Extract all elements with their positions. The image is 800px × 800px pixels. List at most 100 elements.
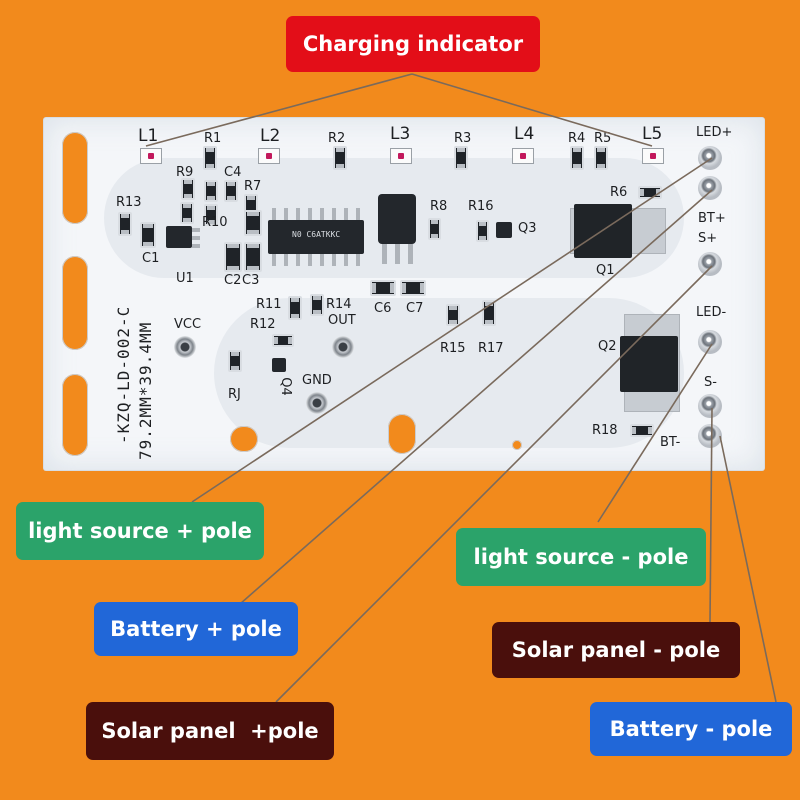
- silk-l1: L1: [138, 126, 159, 146]
- resistor-r5: [594, 146, 608, 170]
- resistor-r11: [288, 296, 302, 320]
- ic-pin: [192, 244, 200, 248]
- regulator-u1: [166, 226, 192, 248]
- mosfet-q2: [620, 336, 678, 392]
- led-l5: [642, 148, 664, 164]
- label-light-source-minus: light source - pole: [456, 528, 706, 586]
- resistor-r18: [630, 424, 654, 437]
- silk-l3: L3: [390, 124, 411, 144]
- label-solar-minus: Solar panel - pole: [492, 622, 740, 678]
- silk-r3: R3: [454, 131, 472, 146]
- silk-s-plus: S+: [698, 231, 718, 246]
- silk-r11: R11: [256, 297, 282, 312]
- transistor-to92: [378, 194, 416, 244]
- resistor-r12: [272, 334, 294, 347]
- silk-vcc: VCC: [174, 317, 202, 332]
- ic-pin: [192, 228, 200, 232]
- resistor-rj: [228, 350, 242, 372]
- resistor-r4: [570, 146, 584, 170]
- led-l3: [390, 148, 412, 164]
- silk-r6: R6: [610, 185, 628, 200]
- pad-bt-plus: [698, 176, 722, 200]
- silk-gnd: GND: [302, 373, 332, 388]
- silk-c6: C6: [374, 301, 392, 316]
- resistor-r9: [181, 178, 195, 200]
- silk-u1: U1: [176, 271, 194, 286]
- test-pad-vcc: [174, 336, 196, 358]
- ic-pin: [192, 236, 200, 240]
- ic-pin: [382, 244, 387, 264]
- capacitor-c7: [400, 280, 426, 296]
- resistor-r17: [482, 300, 496, 326]
- pad-led-plus: [698, 146, 722, 170]
- silk-led-minus: LED-: [696, 305, 727, 320]
- mounting-slot: [62, 374, 88, 456]
- mounting-slot: [62, 256, 88, 350]
- led-l4: [512, 148, 534, 164]
- resistor-r2: [333, 146, 347, 170]
- silk-c2c3: C2: [224, 273, 242, 288]
- silk-c1: C1: [142, 251, 160, 266]
- resistor-r6: [638, 186, 662, 199]
- silk-r14: R14: [326, 297, 352, 312]
- capacitor-c3: [244, 242, 262, 272]
- ic-pin: [408, 244, 413, 264]
- silk-dimensions: 79.2MM*39.4MM: [136, 321, 155, 460]
- main-ic-pins: [272, 208, 360, 266]
- silk-c4: C4: [224, 165, 242, 180]
- resistor-r1: [203, 146, 217, 170]
- silk-r1: R1: [204, 131, 222, 146]
- silk-r12: R12: [250, 317, 276, 332]
- resistor-r10: [204, 180, 218, 202]
- resistor-r14: [310, 294, 324, 316]
- capacitor-c1: [140, 222, 156, 248]
- silk-bt-plus: BT+: [698, 211, 726, 226]
- capacitor-c6: [370, 280, 396, 296]
- silk-bt-minus: BT-: [660, 435, 681, 450]
- silk-c7: C7: [406, 301, 424, 316]
- resistor-extra: [180, 202, 194, 224]
- label-light-source-plus: light source + pole: [16, 502, 264, 560]
- pcb-board: N0 C6ATKKC L1 L2 L3 L4 L5: [44, 118, 764, 470]
- silk-rj: RJ: [228, 387, 241, 402]
- silk-r10: R10: [202, 215, 228, 230]
- silk-r18: R18: [592, 423, 618, 438]
- mounting-slot: [62, 132, 88, 224]
- pad-led-minus: [698, 330, 722, 354]
- led-l1: [140, 148, 162, 164]
- led-l2: [258, 148, 280, 164]
- silk-r13: R13: [116, 195, 142, 210]
- label-battery-plus: Battery + pole: [94, 602, 298, 656]
- label-solar-plus: Solar panel +pole: [86, 702, 334, 760]
- transistor-q3: [496, 222, 512, 238]
- silk-r4: R4: [568, 131, 586, 146]
- mounting-hole: [512, 440, 522, 450]
- pad-s-minus: [698, 394, 722, 418]
- silk-out: OUT: [328, 313, 356, 328]
- resistor-r13: [118, 212, 132, 236]
- capacitor-c2: [224, 242, 242, 272]
- silk-s-minus: S-: [704, 375, 717, 390]
- mosfet-q1: [574, 204, 632, 258]
- label-battery-minus: Battery - pole: [590, 702, 792, 756]
- resistor-r3: [454, 146, 468, 170]
- silk-r7: R7: [244, 179, 262, 194]
- resistor-r15: [446, 304, 460, 326]
- silk-l5: L5: [642, 124, 663, 144]
- silk-r2: R2: [328, 131, 346, 146]
- silk-r17: R17: [478, 341, 504, 356]
- silk-led-plus: LED+: [696, 125, 733, 140]
- silk-l2: L2: [260, 126, 281, 146]
- silk-l4: L4: [514, 124, 535, 144]
- mounting-hole: [230, 426, 258, 452]
- test-pad-gnd: [306, 392, 328, 414]
- silk-q3: Q3: [518, 221, 537, 236]
- mounting-hole: [388, 414, 416, 454]
- label-charging-indicator: Charging indicator: [286, 16, 540, 72]
- capacitor-c4: [224, 180, 238, 202]
- pad-s-plus: [698, 252, 722, 276]
- silk-r16: R16: [468, 199, 494, 214]
- silk-q2: Q2: [598, 339, 617, 354]
- silk-r5: R5: [594, 131, 612, 146]
- ic-pin: [395, 244, 400, 264]
